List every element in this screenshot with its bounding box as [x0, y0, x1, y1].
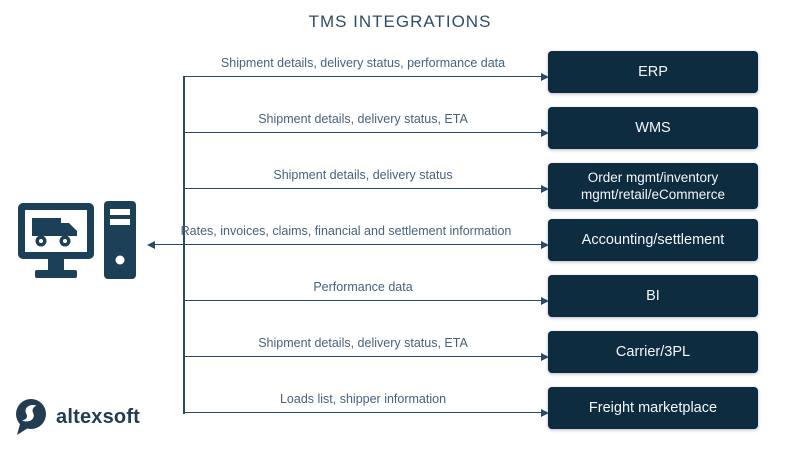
flow-label: Shipment details, delivery status [273, 168, 453, 182]
box-erp: ERP [548, 51, 758, 93]
brand-logo: altexsoft [14, 398, 214, 438]
truck-icon [32, 218, 77, 247]
arrowhead-right-icon [541, 129, 549, 137]
arrow-to-erp [184, 76, 542, 77]
flow-label: Rates, invoices, claims, financial and s… [180, 224, 512, 238]
flow-label: Shipment details, delivery status, ETA [258, 336, 468, 350]
box-wms: WMS [548, 107, 758, 149]
connector-trunk-line [183, 76, 185, 414]
box-accounting: Accounting/settlement [548, 219, 758, 261]
arrowhead-right-icon [541, 73, 549, 81]
arrow-to-tms [155, 244, 184, 245]
altexsoft-logo-icon [16, 399, 46, 435]
arrow-to-bi [184, 300, 542, 301]
flow-label: Shipment details, delivery status, ETA [258, 112, 468, 126]
arrow-to-carrier [184, 356, 542, 357]
box-freight-marketplace: Freight marketplace [548, 387, 758, 429]
arrow-to-wms [184, 132, 542, 133]
flow-label: Loads list, shipper information [279, 392, 447, 406]
box-carrier: Carrier/3PL [548, 331, 758, 373]
arrowhead-right-icon [541, 353, 549, 361]
arrow-to-freight-marketplace [184, 412, 542, 413]
flow-label: Shipment details, delivery status, perfo… [220, 56, 506, 70]
monitor-stand [48, 259, 64, 270]
arrow-to-order-mgmt [184, 188, 542, 189]
box-bi: BI [548, 275, 758, 317]
arrowhead-right-icon [541, 241, 549, 249]
page-title: TMS INTEGRATIONS [308, 12, 492, 31]
tms-computer-icon [18, 201, 136, 279]
arrowhead-left-icon [147, 241, 155, 249]
box-order-mgmt: Order mgmt/inventory mgmt/retail/eCommer… [548, 163, 758, 209]
flow-label: Performance data [313, 280, 413, 294]
monitor-base [35, 270, 77, 278]
arrow-to-accounting [184, 244, 542, 245]
brand-name: altexsoft [56, 406, 141, 428]
arrowhead-right-icon [541, 185, 549, 193]
arrowhead-right-icon [541, 297, 549, 305]
arrowhead-right-icon [541, 409, 549, 417]
